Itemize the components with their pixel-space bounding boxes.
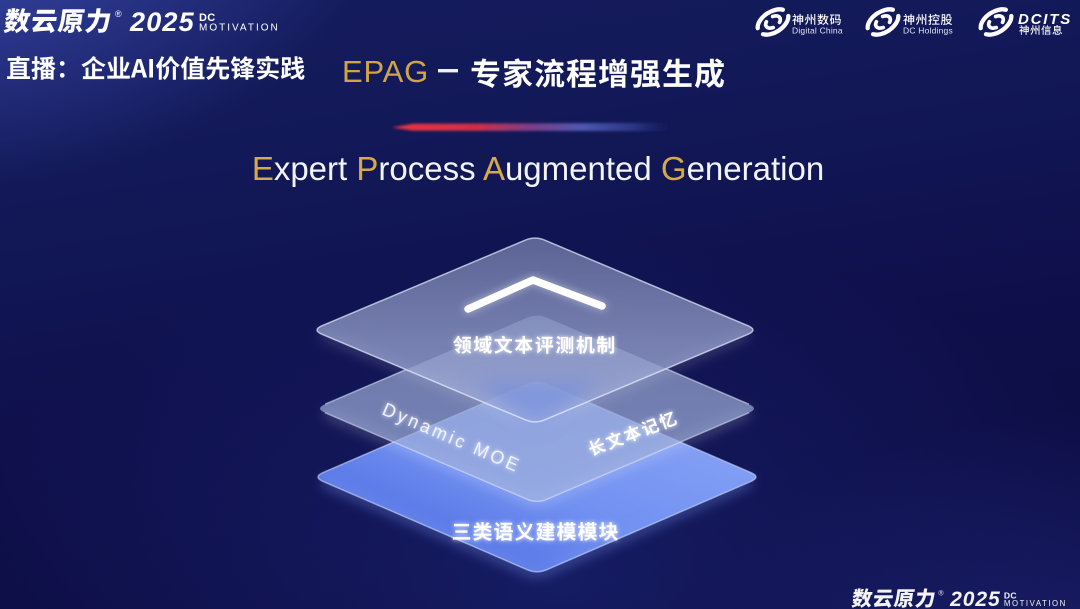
svg-text:DCITS: DCITS xyxy=(1018,11,1072,28)
svg-text:MOTIVATION: MOTIVATION xyxy=(199,23,280,34)
svg-text:Digital China: Digital China xyxy=(792,26,843,36)
svg-text:2025: 2025 xyxy=(129,7,195,37)
svg-text:DC: DC xyxy=(199,12,216,24)
svg-text:DC Holdings: DC Holdings xyxy=(903,26,953,36)
svg-text:EPAG: EPAG xyxy=(342,54,429,89)
svg-text:Expert Process Augmented Gener: Expert Process Augmented Generation xyxy=(252,150,824,187)
svg-text:®: ® xyxy=(115,9,122,19)
